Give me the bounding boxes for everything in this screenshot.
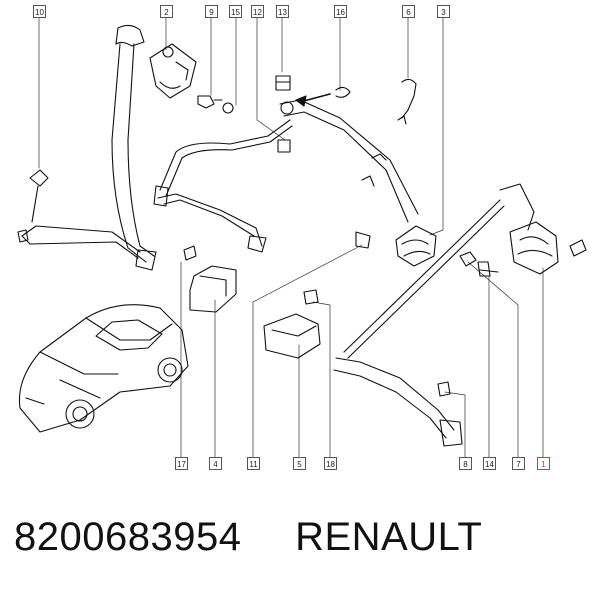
callout-9: 9 [205, 5, 218, 18]
callout-18: 18 [324, 457, 337, 470]
front-lap-belt [333, 199, 505, 447]
callout-17: 17 [175, 457, 188, 470]
callout-5: 5 [293, 457, 306, 470]
callout-1-highlighted: 1 [537, 457, 550, 470]
rear-lap-belt-left [17, 169, 141, 259]
front-belt-upper [279, 99, 437, 267]
callout-2: 2 [160, 5, 173, 18]
height-adjuster-clip [397, 78, 417, 125]
callout-14: 14 [483, 457, 496, 470]
part-number: 8200683954 [14, 515, 242, 559]
callout-3: 3 [437, 5, 450, 18]
front-retractor [459, 183, 587, 277]
rear-belt-upper [111, 24, 197, 271]
rear-buckles [183, 231, 371, 359]
callout-16: 16 [334, 5, 347, 18]
bolt-and-clip [275, 75, 351, 153]
callout-4: 4 [209, 457, 222, 470]
callout-15: 15 [229, 5, 242, 18]
car-illustration [18, 304, 189, 433]
brand-name: RENAULT [295, 515, 483, 559]
callout-13: 13 [276, 5, 289, 18]
callout-7: 7 [512, 457, 525, 470]
callout-8: 8 [459, 457, 472, 470]
part-caption: 8200683954 RENAULT [14, 515, 482, 560]
bolt-and-cap [197, 95, 234, 114]
seat-belt-exploded-diagram [17, 14, 587, 460]
callout-10: 10 [33, 5, 46, 18]
leader-lines [38, 14, 544, 460]
center-belt [153, 119, 293, 253]
callout-6: 6 [402, 5, 415, 18]
callout-11: 11 [247, 457, 260, 470]
callout-12: 12 [251, 5, 264, 18]
